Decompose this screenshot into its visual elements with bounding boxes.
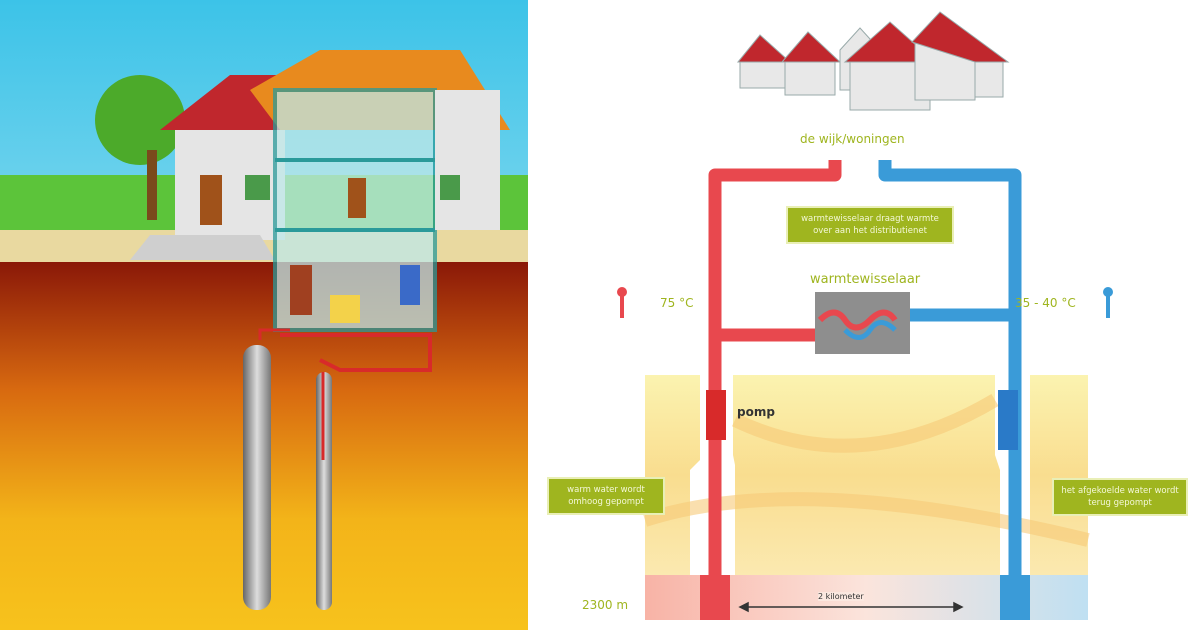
distance-label: 2 kilometer (818, 592, 864, 601)
borehole-pipes (243, 345, 332, 610)
hot-water-note: warm water wordt omhoog gepompt (547, 477, 665, 515)
cold-temperature: 35 - 40 °C (1015, 296, 1076, 310)
house-cross-section (0, 0, 528, 630)
district-houses (736, 11, 1010, 111)
distance-arrow (738, 601, 964, 613)
cold-water-note: het afgekoelde water wordt terug gepompt (1052, 478, 1188, 516)
depth-label: 2300 m (582, 598, 629, 612)
heat-exchanger (815, 292, 910, 354)
tree-icon (95, 75, 185, 165)
exchanger-note: warmtewisselaar draagt warmte over aan h… (786, 206, 954, 244)
pump-label: pomp (737, 405, 775, 419)
cold-pipe (878, 160, 1030, 620)
hot-temperature: 75 °C (660, 296, 694, 310)
exchanger-label: warmtewisselaar (810, 272, 921, 287)
thermometer-cold-icon (1103, 287, 1113, 318)
thermometer-hot-icon (617, 287, 627, 318)
district-label: de wijk/woningen (800, 132, 905, 146)
